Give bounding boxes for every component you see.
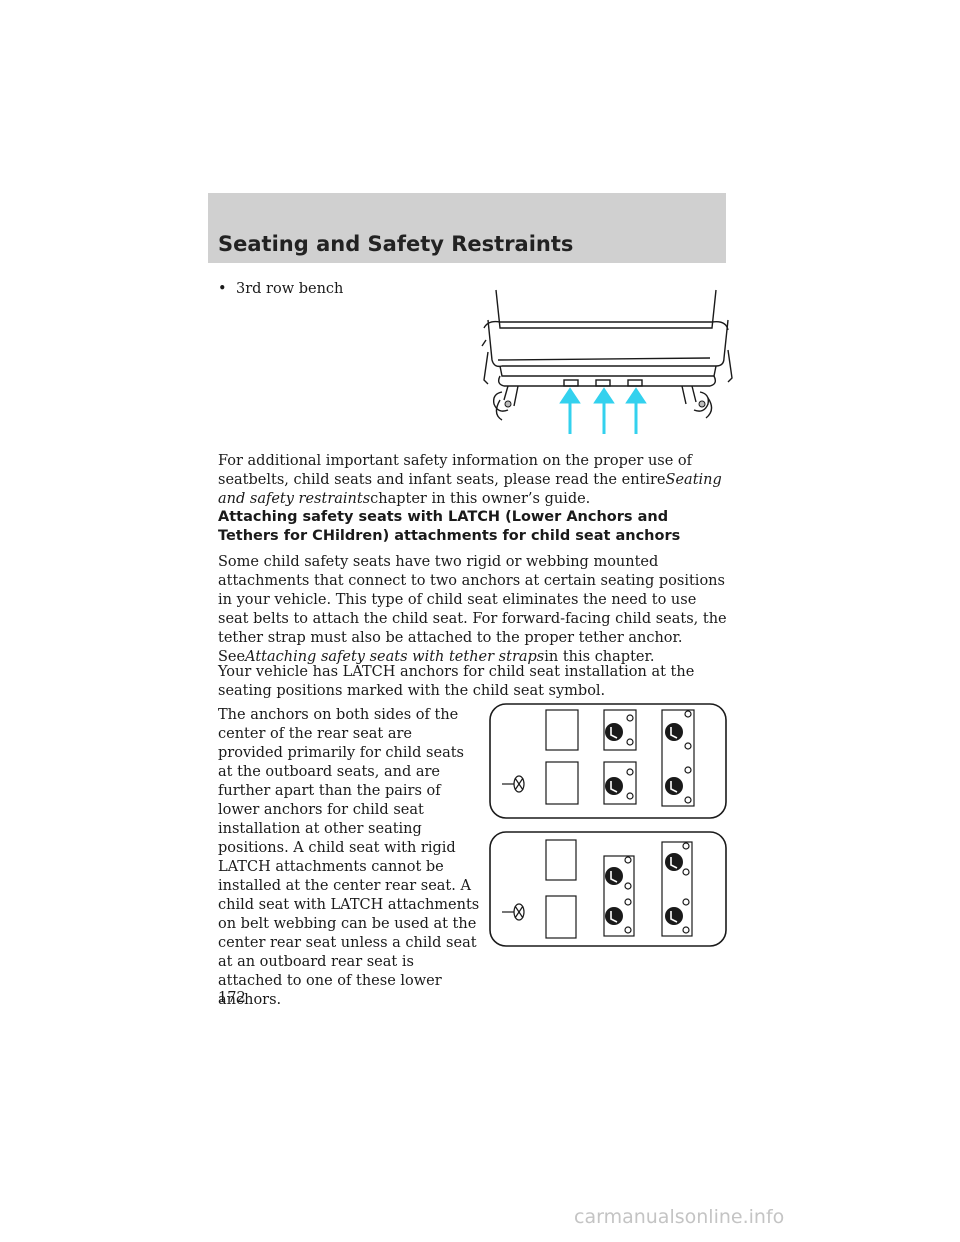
- paragraph2-italic: Attaching safety seats with tether strap…: [245, 649, 545, 665]
- seating-diagram-1: [489, 703, 727, 819]
- paragraph-safety-info: For additional important safety informat…: [218, 452, 728, 509]
- child-seat-icon: [605, 723, 683, 795]
- section-title: Seating and Safety Restraints: [218, 232, 574, 256]
- paragraph1-italic: Seating and safety restraints: [218, 472, 722, 507]
- bullet-text: 3rd row bench: [236, 281, 344, 297]
- watermark: carmanualsonline.info: [574, 1206, 785, 1228]
- paragraph-anchor-details: The anchors on both sides of the center …: [218, 707, 480, 1008]
- paragraph-latch-intro: Some child safety seats have two rigid o…: [218, 553, 728, 667]
- paragraph2-text-a: Some child safety seats have two rigid o…: [218, 554, 727, 665]
- paragraph1-text-a: For additional important safety informat…: [218, 453, 693, 488]
- paragraph-latch-positions: Your vehicle has LATCH anchors for child…: [218, 664, 695, 699]
- latch-subheading: Attaching safety seats with LATCH (Lower…: [218, 509, 681, 544]
- child-seat-icon: [605, 853, 683, 925]
- up-arrow-icon: [559, 387, 647, 434]
- bullet-item: • 3rd row bench: [218, 281, 343, 297]
- seating-diagram-2: [489, 831, 727, 947]
- header-band: [208, 193, 726, 263]
- page-number: 172: [218, 990, 246, 1006]
- bench-seat-illustration: [481, 289, 733, 434]
- bullet-symbol: •: [218, 281, 227, 297]
- paragraph2-text-b: in this chapter.: [544, 649, 655, 665]
- paragraph1-text-b: chapter in this owner’s guide.: [370, 491, 591, 507]
